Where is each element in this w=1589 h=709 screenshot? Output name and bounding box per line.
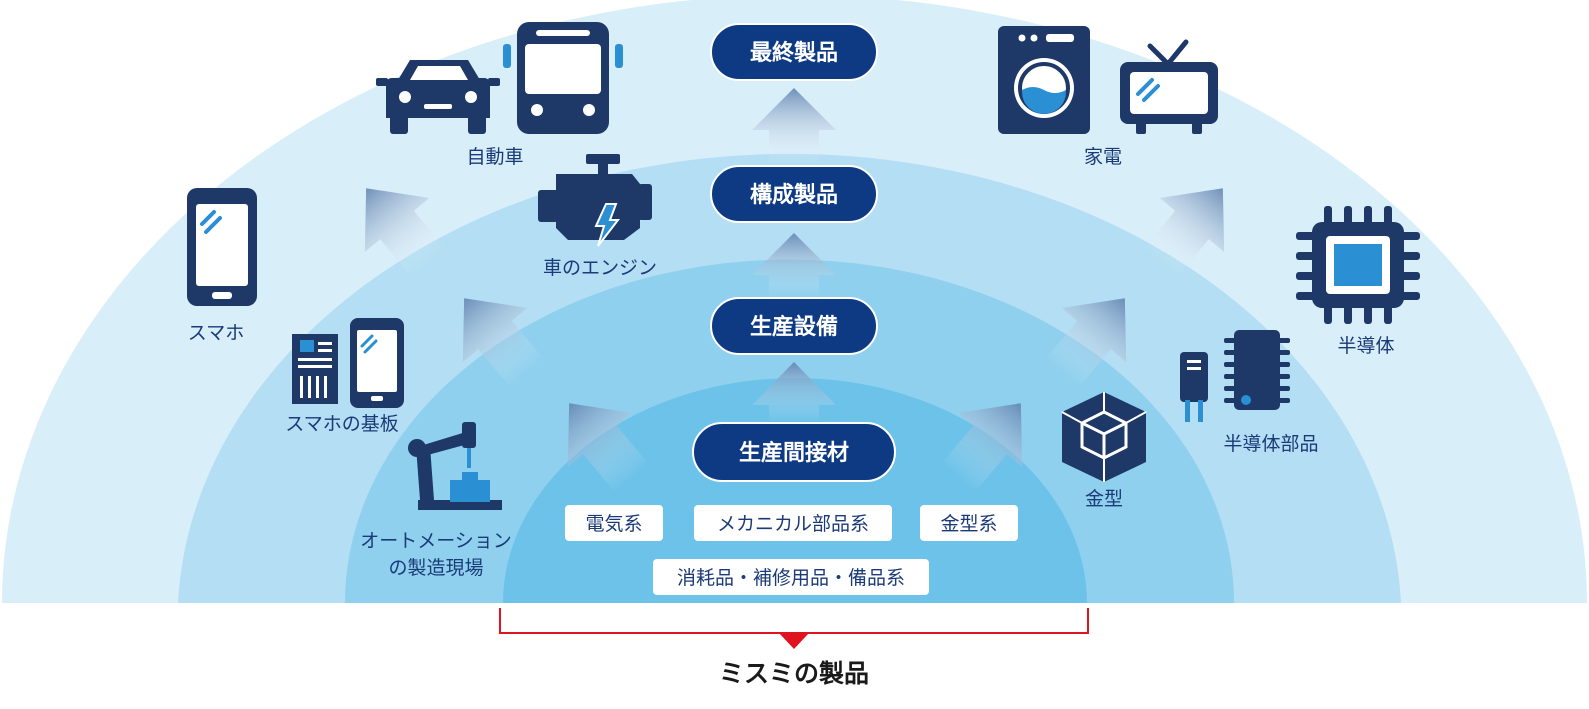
pill-final-products: 最終製品 (710, 23, 878, 81)
tag-mechanical-parts: メカニカル部品系 (694, 505, 892, 541)
mold-cube-icon (1061, 392, 1147, 482)
misumi-bracket (499, 608, 1089, 649)
tag-mechanical-parts-text: メカニカル部品系 (717, 513, 869, 535)
label-semiconductor-parts: 半導体部品 (1223, 433, 1318, 455)
smartphone-board-icon (292, 318, 404, 408)
diag-arrow-left-inner (567, 403, 649, 493)
smartphone-icon (187, 188, 257, 306)
layer-indirect-materials (503, 378, 1087, 603)
label-engine: 車のエンジン (543, 257, 657, 279)
up-arrow-middle (752, 233, 836, 298)
label-board: スマホの基板 (285, 413, 398, 435)
diag-arrow-right-inner (941, 403, 1023, 493)
label-smartphone: スマホ (188, 322, 244, 344)
pill-component-products-text: 構成製品 (750, 182, 838, 208)
label-semiconductor: 半導体 (1337, 335, 1394, 357)
tag-electrical-text: 電気系 (585, 513, 642, 535)
diag-arrow-right-middle (1045, 298, 1127, 388)
tag-electrical: 電気系 (565, 505, 663, 541)
bus-icon (503, 22, 623, 134)
pill-production-equipment: 生産設備 (710, 297, 878, 355)
tv-icon (1120, 39, 1218, 134)
up-arrow-top (752, 88, 836, 165)
car-icon (376, 60, 500, 134)
label-misumi-products: ミスミの製品 (719, 659, 869, 688)
pill-component-products: 構成製品 (710, 165, 878, 223)
up-arrow-lower (752, 362, 836, 422)
label-car: 自動車 (466, 146, 523, 168)
label-appliance: 家電 (1084, 146, 1122, 168)
tag-consumables: 消耗品・補修用品・備品系 (653, 559, 929, 595)
pill-final-products-text: 最終製品 (750, 40, 838, 66)
pill-indirect-materials: 生産間接材 (692, 422, 896, 482)
diag-arrow-left-outer (364, 188, 446, 278)
label-automation-line1: オートメーション (360, 530, 512, 552)
label-mold: 金型 (1085, 488, 1123, 510)
diag-arrow-right-outer (1143, 188, 1225, 278)
tag-molds: 金型系 (920, 505, 1018, 541)
pill-indirect-materials-text: 生産間接材 (739, 440, 849, 466)
pill-production-equipment-text: 生産設備 (750, 314, 838, 340)
semiconductor-parts-icon (1180, 330, 1290, 422)
engine-icon (538, 154, 652, 247)
tag-molds-text: 金型系 (940, 513, 997, 535)
tag-consumables-text: 消耗品・補修用品・備品系 (677, 567, 905, 589)
label-automation-line2: の製造現場 (388, 557, 483, 579)
washing-machine-icon (998, 26, 1090, 134)
robot-arm-icon (408, 422, 502, 510)
diag-arrow-left-middle (462, 298, 544, 388)
semiconductor-chip-icon (1296, 206, 1420, 324)
